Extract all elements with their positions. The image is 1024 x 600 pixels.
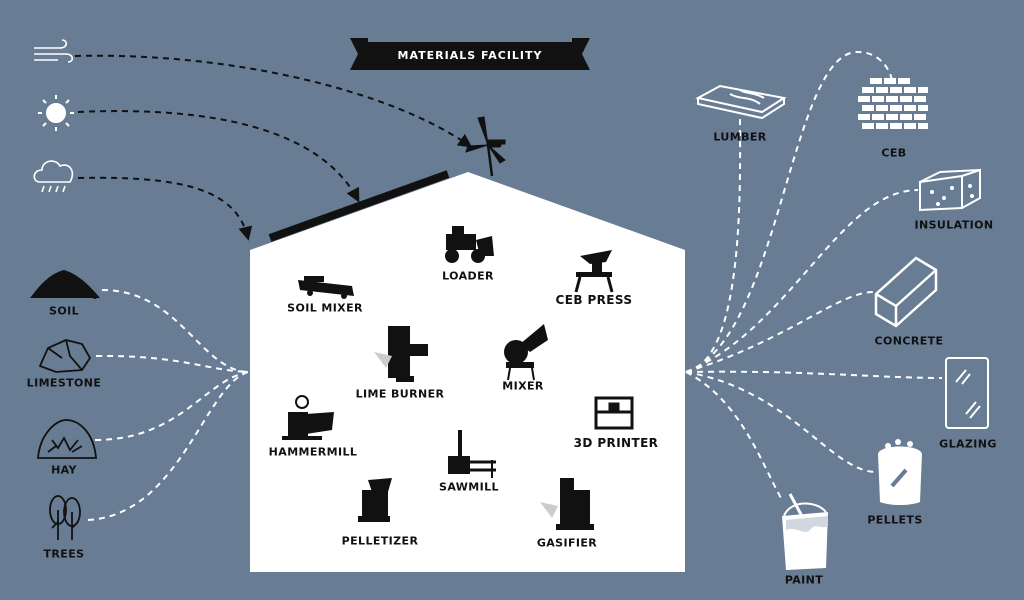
pellet-bag-icon	[878, 439, 922, 505]
ceb-flow-line	[685, 50, 893, 373]
lime-burner-icon	[374, 326, 428, 382]
rock-icon	[38, 339, 92, 373]
output-label-insulation: INSULATION	[914, 218, 994, 232]
insulation-block-icon	[919, 168, 981, 212]
pellets-flow-line	[685, 371, 876, 473]
hammermill-icon	[282, 395, 334, 440]
limestone-flow-line	[95, 354, 249, 373]
output-label-paint: PAINT	[784, 573, 824, 587]
input-label-limestone: LIMESTONE	[26, 376, 102, 390]
lumber-flow-line	[685, 117, 742, 373]
facility-house	[250, 172, 685, 572]
mixer-icon	[504, 324, 548, 381]
lumber-icon	[695, 84, 787, 120]
pelletizer-icon	[358, 478, 392, 522]
input-label-soil: SOIL	[49, 304, 79, 318]
soil-pile-icon	[30, 270, 100, 299]
brick-wall-icon	[858, 78, 928, 129]
concrete-block-icon	[874, 256, 938, 328]
insulation-flow-line	[685, 189, 919, 373]
loader-icon	[445, 226, 494, 263]
wind-turbine-icon	[465, 116, 506, 177]
output-label-glazing: GLAZING	[939, 437, 997, 451]
page-title: MATERIALS FACILITY	[397, 49, 543, 62]
sawmill-icon	[448, 430, 496, 478]
soil-mixer-icon	[298, 276, 354, 299]
machine-label-lime-burner: LIME BURNER	[355, 387, 445, 401]
machine-label-hammermill: HAMMERMILL	[268, 445, 358, 459]
machine-label-ceb-press: CEB PRESS	[555, 293, 633, 307]
input-label-hay: HAY	[51, 463, 77, 477]
rain-arrow	[77, 176, 253, 241]
sun-icon	[38, 95, 74, 131]
machine-label-mixer: MIXER	[502, 379, 544, 393]
output-label-lumber: LUMBER	[713, 130, 767, 144]
output-label-ceb: CEB	[881, 146, 907, 160]
sun-arrow	[77, 110, 360, 203]
trees-icon	[49, 495, 81, 540]
gasifier-icon	[540, 478, 594, 530]
machine-label-gasifier: GASIFIER	[536, 536, 598, 550]
paint-can-icon	[782, 493, 828, 570]
machine-label-pelletizer: PELLETIZER	[341, 534, 419, 548]
soil-flow-line	[101, 289, 249, 373]
ceb-press-icon	[574, 250, 614, 293]
input-label-trees: TREES	[43, 547, 85, 561]
wind-arrow	[74, 54, 473, 148]
glass-pane-icon	[945, 357, 989, 429]
output-label-concrete: CONCRETE	[874, 334, 944, 348]
rain-cloud-icon	[33, 160, 74, 193]
machine-label-loader: LOADER	[442, 269, 494, 283]
wind-icon	[34, 39, 74, 63]
paint-flow-line	[685, 371, 783, 501]
3d-printer-icon	[594, 396, 634, 430]
output-label-pellets: PELLETS	[867, 513, 923, 527]
trees-flow-line	[87, 371, 249, 521]
glazing-flow-line	[685, 370, 943, 379]
solar-panel	[268, 170, 450, 242]
machine-label-sawmill: SAWMILL	[439, 480, 499, 494]
hay-flow-line	[94, 371, 249, 441]
hay-bale-icon	[37, 419, 97, 459]
machine-label-soil-mixer: SOIL MIXER	[287, 301, 363, 315]
title-banner	[350, 38, 590, 70]
concrete-flow-line	[685, 290, 877, 373]
machine-label-3d-printer: 3D PRINTER	[573, 436, 659, 450]
